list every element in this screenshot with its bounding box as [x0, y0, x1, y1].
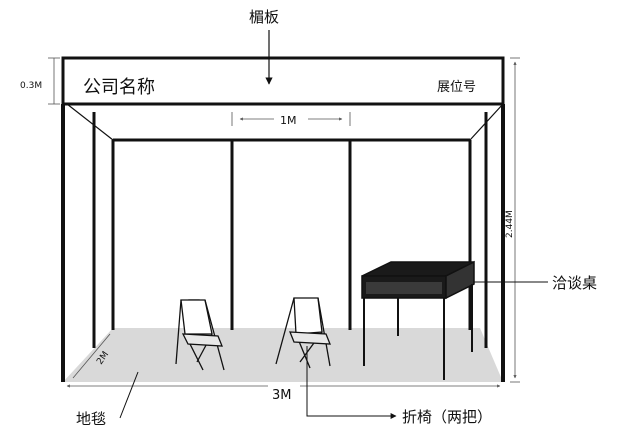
post-spacing-label: 1M [280, 114, 297, 127]
carpet-label: 地毯 [76, 410, 106, 428]
folding-chairs-label: 折椅（两把） [402, 408, 492, 426]
carpet-leader-line [119, 371, 139, 419]
header-height-dimension [48, 57, 60, 105]
folding-chair-2 [275, 297, 331, 369]
leader-arrow-icon [306, 346, 397, 419]
header-board [61, 56, 505, 106]
post-spacing-dimension [231, 112, 351, 126]
front-posts [61, 104, 505, 382]
depth-dimension [72, 333, 111, 379]
negotiation-table-label: 洽谈桌 [552, 274, 597, 292]
side-frames [92, 112, 488, 348]
width-label: 3M [272, 388, 292, 403]
header-height-label: 0.3M [20, 81, 42, 91]
carpet-floor [63, 328, 503, 382]
total-height-dimension [510, 57, 520, 383]
header-board-title: 楣板 [249, 8, 279, 26]
total-height-label: 2.44M [505, 210, 515, 238]
company-name-label: 公司名称 [83, 77, 155, 98]
negotiation-table [361, 260, 475, 380]
back-frame [111, 138, 472, 330]
folding-chair-1 [175, 299, 225, 371]
booth-number-label: 展位号 [437, 80, 476, 95]
